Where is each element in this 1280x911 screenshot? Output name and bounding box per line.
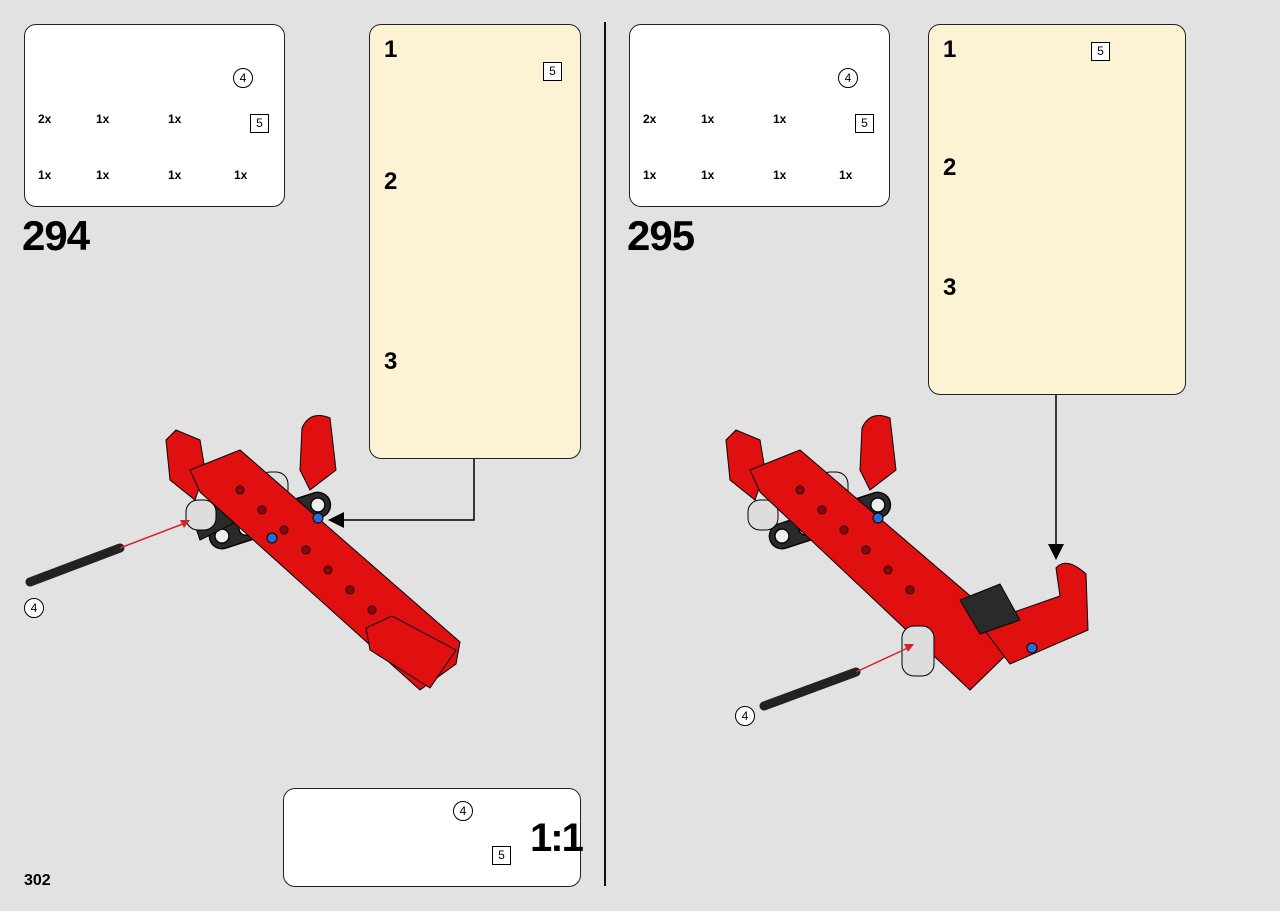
scale-box xyxy=(283,788,581,887)
page-number: 302 xyxy=(24,872,51,889)
length-callout: 4 xyxy=(233,68,253,88)
part-qty: 2x xyxy=(38,112,52,126)
substep-panel-294 xyxy=(369,24,581,459)
substep-number: 3 xyxy=(943,274,957,301)
length-callout: 5 xyxy=(250,114,269,133)
part-qty: 1x xyxy=(643,168,657,182)
length-callout: 4 xyxy=(735,706,755,726)
length-callout: 4 xyxy=(453,801,473,821)
length-callout: 5 xyxy=(543,62,562,81)
scale-ratio: 1:1 xyxy=(530,816,584,860)
length-callout: 4 xyxy=(838,68,858,88)
part-qty: 1x xyxy=(168,112,182,126)
main-model-295 xyxy=(725,415,1089,711)
substep-number: 2 xyxy=(943,154,957,181)
part-qty: 2x xyxy=(643,112,657,126)
substep-number: 1 xyxy=(384,36,398,63)
length-callout: 5 xyxy=(855,114,874,133)
part-qty: 1x xyxy=(96,112,110,126)
substep-panel-295 xyxy=(928,24,1186,395)
substep-number: 1 xyxy=(943,36,957,63)
part-qty: 1x xyxy=(701,168,715,182)
length-callout: 5 xyxy=(1091,42,1110,61)
substep-number: 2 xyxy=(384,168,398,195)
part-qty: 1x xyxy=(773,112,787,126)
parts-list-295 xyxy=(629,24,890,207)
parts-list-294 xyxy=(24,24,285,207)
part-qty: 1x xyxy=(701,112,715,126)
step-number: 294 xyxy=(22,212,90,259)
part-qty: 1x xyxy=(839,168,853,182)
part-qty: 1x xyxy=(168,168,182,182)
length-callout: 5 xyxy=(492,846,511,865)
main-model-294 xyxy=(25,415,461,691)
part-qty: 1x xyxy=(773,168,787,182)
part-qty: 1x xyxy=(38,168,52,182)
part-qty: 1x xyxy=(234,168,248,182)
substep-number: 3 xyxy=(384,348,398,375)
step-number: 295 xyxy=(627,212,695,259)
length-callout: 4 xyxy=(24,598,44,618)
part-qty: 1x xyxy=(96,168,110,182)
